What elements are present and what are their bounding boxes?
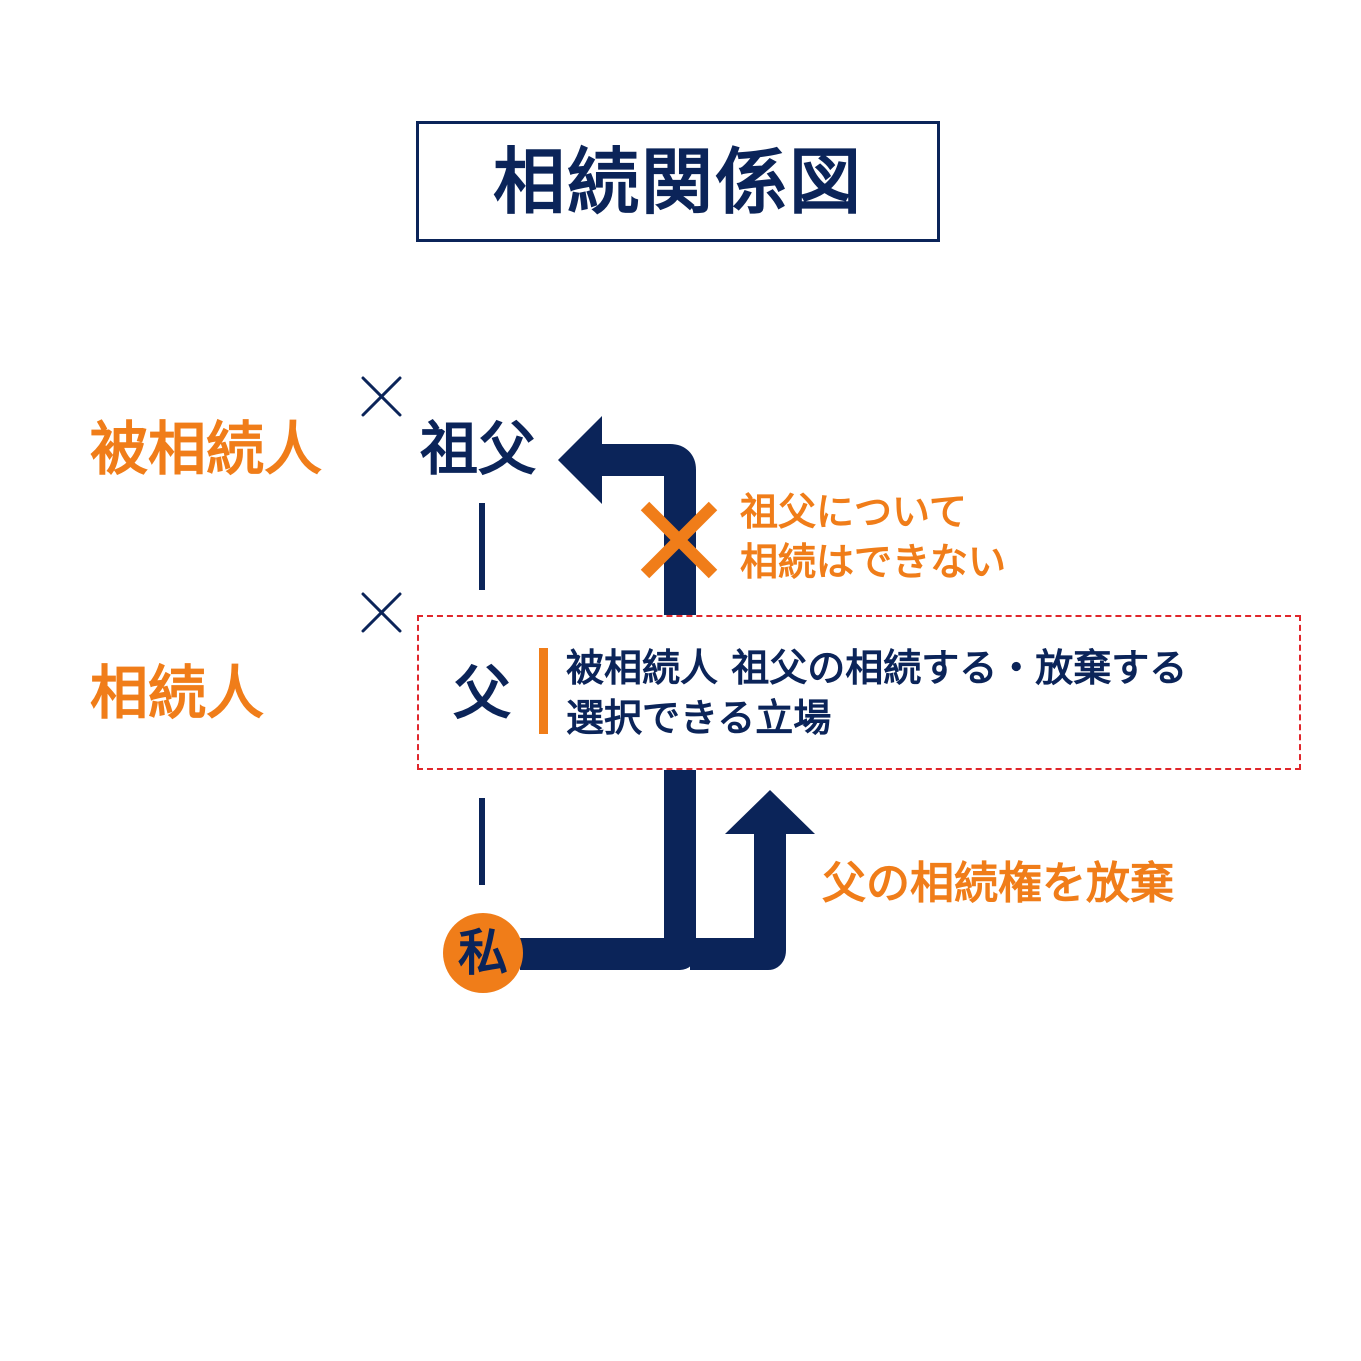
inheritance-path-to-grandfather — [520, 444, 696, 970]
cannot-inherit-cross-icon — [640, 501, 718, 579]
me-circle — [443, 913, 523, 993]
father-note-line-1: 被相続人 祖父の相続する・放棄する — [566, 646, 1188, 690]
renounce-path — [690, 830, 786, 970]
node-me: 私 — [458, 924, 508, 982]
cross-note-line-2: 相続はできない — [740, 540, 1007, 584]
node-father: 父 — [453, 659, 512, 727]
node-grandfather: 祖父 — [420, 415, 537, 483]
father-note-box — [417, 615, 1301, 770]
page-title: 相続関係図 — [492, 139, 863, 224]
renounce-note: 父の相続権を放棄 — [822, 858, 1174, 909]
father-note-accent-bar — [539, 648, 548, 734]
arrow-head-up-icon — [725, 790, 815, 834]
deceased-mark-icon-father — [361, 592, 402, 633]
deceased-mark-icon-grandfather — [361, 376, 402, 417]
role-label-heir: 相続人 — [90, 659, 265, 727]
title-box: 相続関係図 — [416, 121, 940, 242]
role-label-deceased: 被相続人 — [90, 415, 323, 483]
arrow-head-left-icon — [558, 416, 602, 504]
father-note-line-2: 選択できる立場 — [566, 696, 832, 740]
cross-note-line-1: 祖父について — [740, 490, 967, 534]
